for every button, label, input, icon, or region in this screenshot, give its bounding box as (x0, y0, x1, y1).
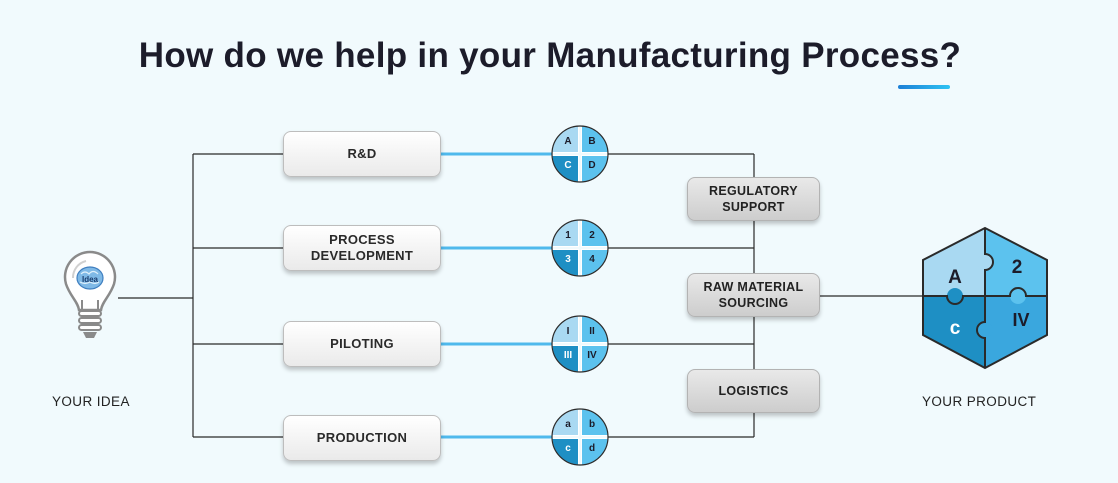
puzzle-piece-label: IV (1012, 310, 1029, 330)
circle-quadrant-label: II (589, 326, 595, 337)
service-raw-material-sourcing: RAW MATERIAL SOURCING (687, 273, 820, 317)
stage-links (441, 152, 552, 439)
circle-quadrant-label: III (564, 350, 573, 361)
stage-circle: 1 2 3 4 (551, 219, 609, 277)
puzzle-piece-label: A (948, 267, 962, 288)
circle-quadrant-label: b (589, 419, 595, 430)
your-product-label: YOUR PRODUCT (922, 394, 1037, 409)
title-underline (898, 85, 950, 89)
circle-quadrant-label: d (589, 443, 595, 454)
circle-outline (551, 315, 609, 373)
circle-quadrant-label: B (588, 136, 595, 147)
stage-pill-rnd: R&D (283, 131, 441, 177)
puzzle-piece-label: c (950, 318, 961, 339)
product-puzzle-icon: A 2 c IV (922, 226, 1048, 370)
circle-outline (551, 408, 609, 466)
lightbulb-icon: Idea (63, 250, 117, 338)
circle-outline (551, 125, 609, 183)
stage-circle: A B C D (551, 125, 609, 183)
circle-quadrant-label: 1 (565, 230, 571, 241)
bulb-text: Idea (82, 275, 99, 284)
circle-quadrant-label: 2 (589, 230, 595, 241)
circle-quadrant-label: IV (587, 350, 597, 361)
page-title: How do we help in your Manufacturing Pro… (138, 36, 962, 75)
circle-quadrant-label: 3 (565, 254, 571, 265)
stage-circle: a b c d (551, 408, 609, 466)
circle-quadrant-label: 4 (589, 254, 595, 265)
stage-pill-production: PRODUCTION (283, 415, 441, 461)
circle-quadrant-label: I (567, 326, 570, 337)
your-idea-label: YOUR IDEA (52, 394, 130, 409)
puzzle-piece-label: 2 (1012, 257, 1023, 278)
circle-quadrant-label: c (565, 443, 571, 454)
stage-pill-process-development: PROCESS DEVELOPMENT (283, 225, 441, 271)
circle-quadrant-label: A (564, 136, 571, 147)
circle-quadrant-label: C (564, 160, 571, 171)
stage-pill-piloting: PILOTING (283, 321, 441, 367)
service-logistics: LOGISTICS (687, 369, 820, 413)
input-connectors (118, 153, 284, 438)
circle-quadrant-label: a (565, 419, 571, 430)
service-regulatory-support: REGULATORY SUPPORT (687, 177, 820, 221)
circle-quadrant-label: D (588, 160, 595, 171)
circle-outline (551, 219, 609, 277)
